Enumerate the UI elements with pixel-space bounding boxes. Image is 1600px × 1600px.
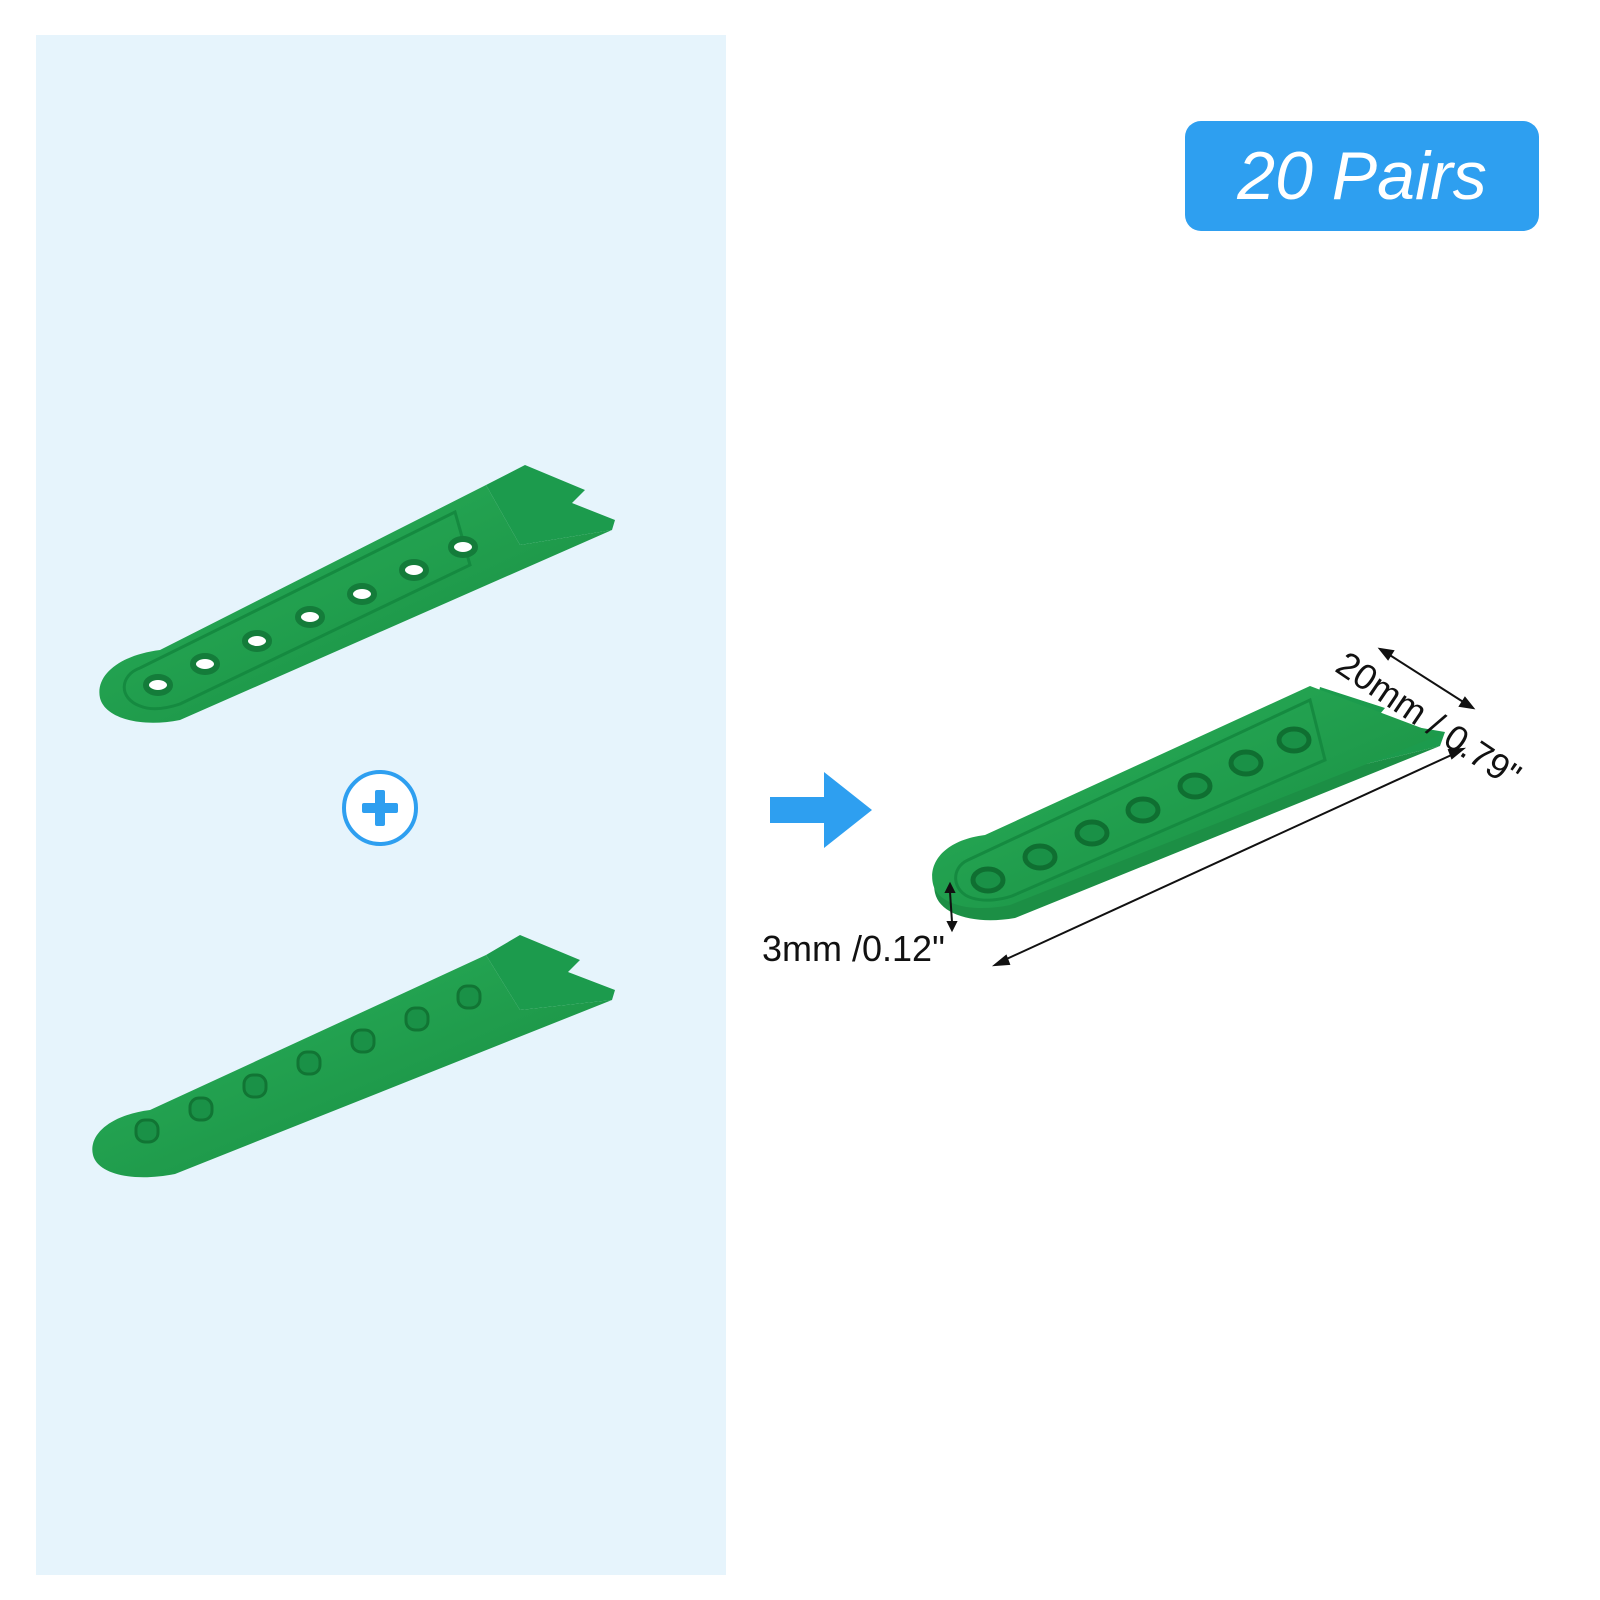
strap-pegs [134, 984, 482, 1144]
assembled-strap [932, 686, 1445, 921]
arrow-right-icon [770, 772, 872, 848]
thickness-dimension-label: 3mm /0.12" [762, 928, 945, 969]
strap-with-pegs [92, 935, 615, 1178]
quantity-badge: 20 Pairs [1185, 121, 1539, 231]
dimension-lines [944, 647, 1476, 967]
strap-with-holes [99, 465, 615, 723]
assembled-pegs [970, 726, 1312, 894]
strap-holes [143, 536, 478, 696]
plus-circle-icon [342, 770, 418, 846]
